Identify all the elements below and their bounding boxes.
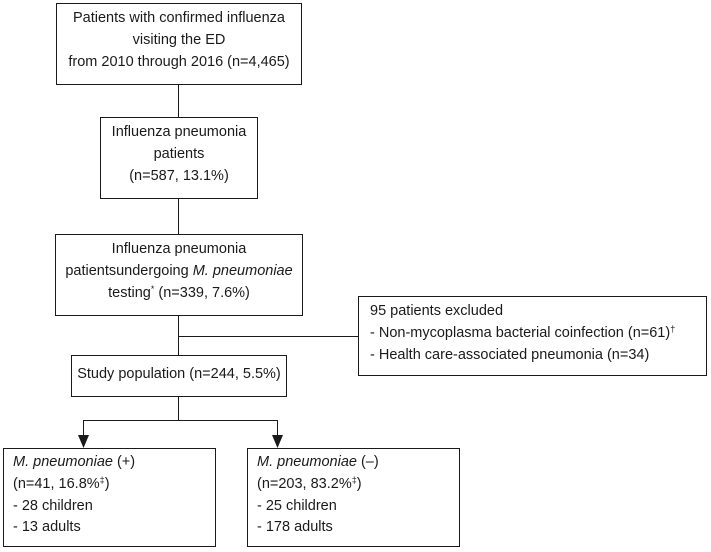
negative-adults: - 178 adults: [257, 519, 333, 536]
negative-organism: M. pneumoniae: [257, 454, 357, 470]
negative-count: (n=203, 83.2%: [257, 475, 352, 492]
negative-heading: M. pneumoniae (–): [257, 452, 459, 474]
positive-footnote-mark: ‡: [99, 474, 105, 485]
connector-split-horizontal: [83, 420, 277, 421]
study-label: Study population (n=244, 5.5%): [77, 366, 281, 382]
negative-children: - 25 children: [257, 497, 337, 514]
box-confirmed-influenza: Patients with confirmed influenza visiti…: [56, 3, 302, 85]
testing-organism: M. pneumoniae: [192, 262, 293, 279]
negative-footnote-mark: ‡: [351, 474, 357, 485]
positive-adults: - 13 adults: [13, 519, 81, 536]
box-study-population: Study population (n=244, 5.5%): [71, 355, 287, 397]
positive-organism: M. pneumoniae: [13, 454, 113, 470]
testing-line-3-count: (n=339, 7.6%): [154, 284, 250, 301]
connector-study-stem: [178, 397, 179, 420]
testing-line-3: testing* (n=339, 7.6%): [56, 283, 302, 305]
box-mp-testing: Influenza pneumonia patientsundergoing M…: [55, 234, 303, 316]
box-mp-negative: M. pneumoniae (–) (n=203, 83.2%‡) - 25 c…: [247, 448, 460, 547]
box-excluded: 95 patients excluded - Non-mycoplasma ba…: [358, 296, 707, 376]
box-mp-positive: M. pneumoniae (+) (n=41, 16.8%‡) - 28 ch…: [3, 448, 216, 547]
excluded-footnote-mark: †: [670, 323, 676, 334]
box-influenza-pneumonia: Influenza pneumonia patients (n=587, 13.…: [100, 117, 258, 199]
confirmed-line-1: Patients with confirmed influenza: [73, 10, 285, 26]
negative-count-line: (n=203, 83.2%‡): [257, 474, 459, 496]
testing-footnote-mark: *: [150, 283, 155, 294]
positive-count: (n=41, 16.8%: [13, 475, 100, 492]
excluded-title: 95 patients excluded: [370, 303, 504, 319]
negative-count-close: ): [356, 475, 362, 492]
testing-line-3-text: testing: [108, 284, 151, 301]
positive-heading: M. pneumoniae (+): [13, 452, 215, 474]
excluded-item-1-text: - Non-mycoplasma bacterial coinfection (…: [370, 324, 671, 341]
positive-count-line: (n=41, 16.8%‡): [13, 474, 215, 496]
positive-count-close: ): [104, 475, 110, 492]
arrowhead-positive: [78, 435, 89, 448]
positive-children: - 28 children: [13, 497, 93, 514]
confirmed-line-2: visiting the ED: [132, 31, 226, 48]
positive-sign: (+): [112, 454, 136, 470]
pneumonia-line-1: Influenza pneumonia: [111, 124, 247, 140]
pneumonia-line-2: patients: [153, 145, 205, 162]
connector-confirmed-to-pneumonia: [178, 85, 179, 117]
connector-exclusion-branch: [178, 336, 358, 337]
testing-line-2: patientsundergoing M. pneumoniae: [56, 261, 302, 283]
pneumonia-line-3: (n=587, 13.1%): [129, 167, 229, 184]
excluded-item-2: - Health care-associated pneumonia (n=34…: [370, 346, 650, 363]
connector-testing-to-study: [178, 316, 179, 355]
testing-line-1: Influenza pneumonia: [111, 241, 247, 257]
excluded-item-1: - Non-mycoplasma bacterial coinfection (…: [370, 323, 706, 345]
confirmed-line-3: from 2010 through 2016 (n=4,465): [68, 53, 290, 70]
arrowhead-negative: [272, 435, 283, 448]
negative-sign: (–): [356, 454, 379, 470]
testing-line-2-text: patientsundergoing: [65, 262, 193, 279]
connector-pneumonia-to-testing: [178, 199, 179, 234]
